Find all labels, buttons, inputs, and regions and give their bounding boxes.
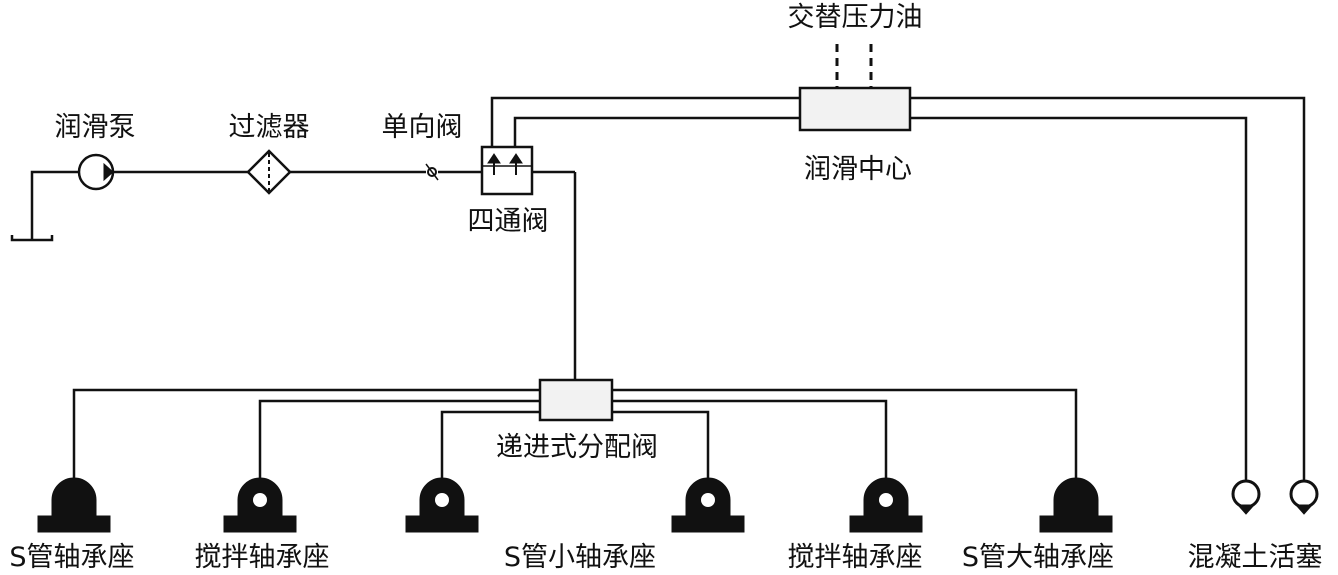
pressure-oil-inputs xyxy=(835,44,873,88)
label-check-valve: 单向阀 xyxy=(382,112,463,143)
bearing-seat-s-tube-large xyxy=(1039,477,1113,533)
distributor-lines xyxy=(72,388,1078,482)
concrete-piston-point-left xyxy=(1231,479,1261,515)
bearing-seat-s-tube-small-left xyxy=(405,477,479,533)
label-mixer-bearing-seat-right: 搅拌轴承座 xyxy=(788,542,923,573)
concrete-piston-point-right xyxy=(1289,479,1319,515)
filter-symbol xyxy=(246,149,292,195)
label-lube-center: 润滑中心 xyxy=(804,154,912,185)
label-s-tube-small-bearing-seat: S管小轴承座 xyxy=(504,542,656,573)
bearing-seat-mixer-right xyxy=(849,477,923,533)
label-filter: 过滤器 xyxy=(229,112,310,143)
bearing-seat-s-tube xyxy=(37,477,111,533)
progressive-distributor-box xyxy=(538,378,614,422)
lube-pump-symbol xyxy=(77,153,115,191)
label-concrete-piston: 混凝土活塞 xyxy=(1188,542,1323,573)
lube-center-lines xyxy=(490,96,1306,482)
label-progressive-distributor: 递进式分配阀 xyxy=(496,432,658,463)
lube-center-box xyxy=(798,86,912,132)
tank-symbol xyxy=(10,170,80,242)
bearing-seat-mixer-left xyxy=(223,477,297,533)
supply-line xyxy=(112,170,577,380)
label-lube-pump: 润滑泵 xyxy=(55,112,136,143)
four-way-valve-symbol xyxy=(480,145,534,196)
check-valve-symbol xyxy=(425,163,439,181)
label-s-tube-large-bearing-seat: S管大轴承座 xyxy=(962,542,1114,573)
label-mixer-bearing-seat-left: 搅拌轴承座 xyxy=(195,542,330,573)
label-s-tube-bearing-seat: S管轴承座 xyxy=(9,542,134,573)
bearing-seat-s-tube-small-right xyxy=(671,477,745,533)
label-alternating-pressure-oil: 交替压力油 xyxy=(788,2,923,33)
label-four-way-valve: 四通阀 xyxy=(468,206,549,237)
